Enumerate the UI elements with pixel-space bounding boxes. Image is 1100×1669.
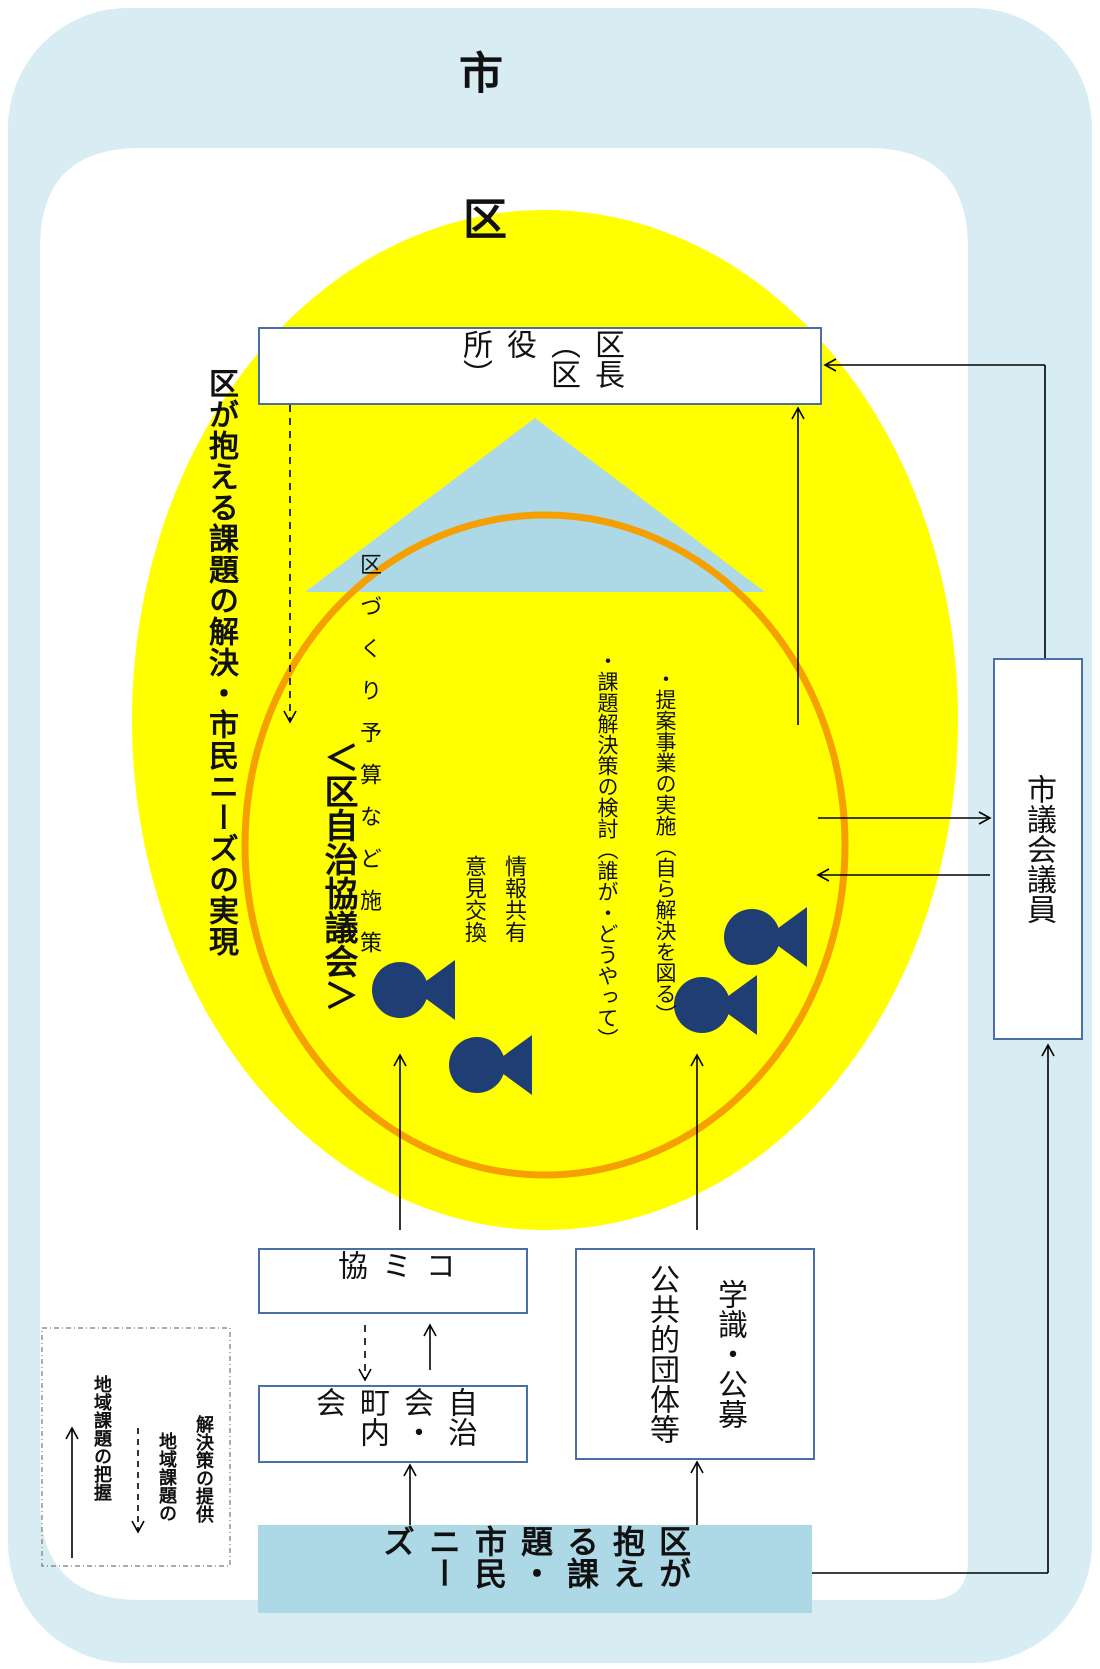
legend-dashed-label-2: 解決策の提供 [193, 1415, 214, 1523]
council-task-2: ・提案事業の実施（自ら解決を図る） [653, 668, 677, 1025]
council-ring [241, 511, 849, 1179]
public-orgs-line-1: 公共的団体等 [644, 1264, 679, 1444]
city-councilor-label: 市議会議員 [1021, 774, 1056, 924]
ward-ellipse [132, 210, 958, 1230]
ward-chief-box: 区長（区役所） [258, 327, 822, 405]
ward-chief-label: 区長（区役所） [457, 329, 624, 389]
neighborhood-box: 自治会・町内会 [258, 1385, 528, 1463]
ward-label: 区 [455, 196, 506, 240]
city-label: 市 [451, 50, 502, 94]
activity-exchange: 意見交換 [461, 855, 486, 943]
person-icon [674, 975, 757, 1035]
legend-dashed-label-1: 地域課題の [156, 1432, 177, 1522]
person-icon [724, 907, 807, 967]
legend-box [41, 1327, 231, 1567]
activity-share: 情報共有 [501, 855, 526, 943]
komikyo-box: コミ協 [258, 1248, 528, 1314]
council-task-1: ・課題解決策の検討（誰が・どうやって） [595, 650, 619, 1049]
policy-triangle-label: 区づくり予算など施策 [356, 553, 381, 973]
public-orgs-box: 公共的団体等 学識・公募 [575, 1248, 815, 1460]
public-orgs-line-2: 学識・公募 [712, 1279, 747, 1429]
legend-solid-label: 地域課題の把握 [91, 1375, 112, 1501]
person-icon [449, 1035, 532, 1095]
neighborhood-label: 自治会・町内会 [310, 1387, 477, 1447]
person-icon [372, 960, 455, 1020]
issues-box: 区が抱える課題・市民ニーズ [258, 1525, 812, 1613]
komikyo-label: コミ協 [332, 1250, 455, 1308]
ward-goal-text: 区が抱える課題の解決・市民ニーズの実現 [203, 368, 238, 957]
issues-label: 区が抱える課題・市民ニーズ [378, 1525, 692, 1589]
city-councilor-box: 市議会議員 [993, 658, 1083, 1040]
council-title: ＜区自治協議会＞ [318, 740, 358, 1012]
